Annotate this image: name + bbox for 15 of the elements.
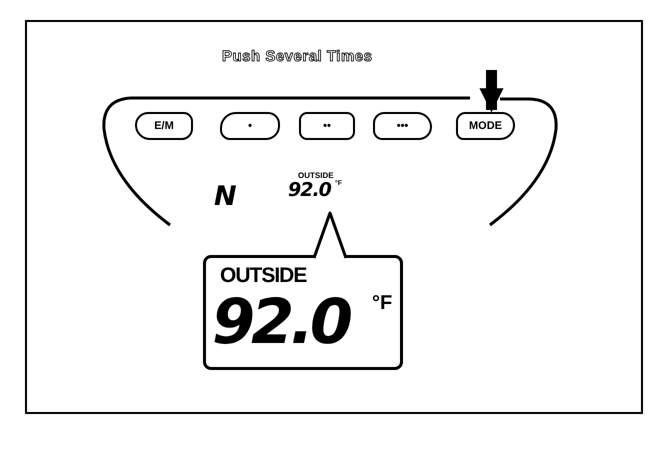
push-button: MODE (456, 112, 515, 140)
temperature-value: 92.0 (288, 179, 331, 201)
display-callout (203, 255, 403, 370)
unit-label: °F (372, 292, 392, 315)
direction-letter: N (214, 181, 237, 212)
push-button: ••• (373, 112, 432, 140)
push-button: E/M (135, 112, 193, 140)
display-label: OUTSIDE (298, 171, 334, 180)
arrow (479, 70, 504, 112)
push-button: •• (299, 112, 355, 140)
instruction-text: Push Several Times (222, 48, 372, 65)
display-label: OUTSIDE (220, 264, 306, 288)
push-button: • (220, 112, 280, 140)
temperature-value: 92.0 (212, 288, 349, 356)
callout-pointer (312, 212, 348, 260)
